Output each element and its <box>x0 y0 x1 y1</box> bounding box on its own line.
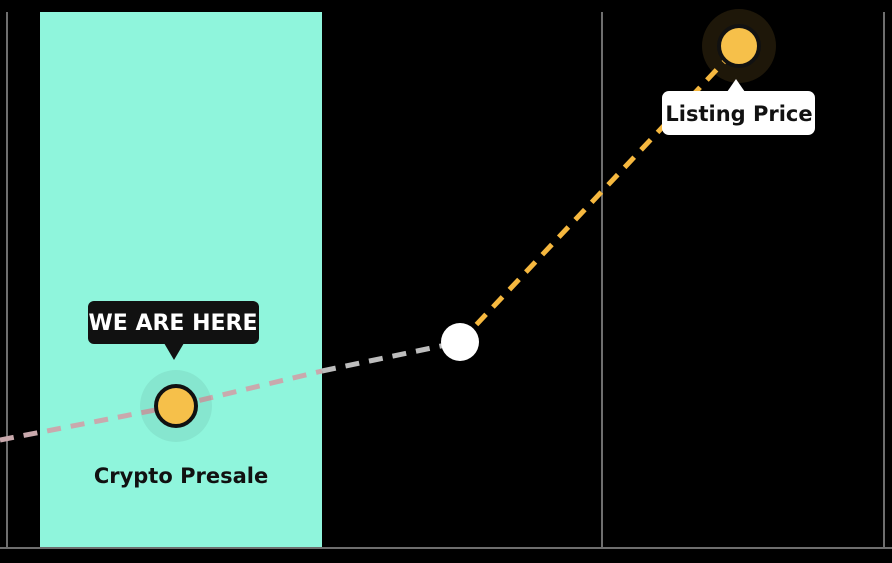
presale-highlight-band <box>40 12 322 548</box>
price-marker-1 <box>140 370 212 442</box>
price-marker-2 <box>441 323 479 361</box>
listing-price-callout: Listing Price <box>662 79 815 135</box>
crypto-presale-label: Crypto Presale <box>94 464 268 488</box>
listing-price-label: Listing Price <box>665 102 812 126</box>
we-are-here-pointer <box>164 343 184 360</box>
price-markers <box>140 9 776 442</box>
we-are-here-bubble <box>88 301 259 344</box>
listing-price-bubble <box>662 91 815 135</box>
we-are-here-callout: WE ARE HERE <box>88 301 259 360</box>
marker-dot <box>717 24 761 68</box>
we-are-here-label: WE ARE HERE <box>88 311 257 336</box>
price-marker-3 <box>702 9 776 83</box>
listing-price-pointer <box>727 79 745 92</box>
price-line-segment-2 <box>175 368 323 409</box>
price-line-segment-1 <box>0 403 177 443</box>
marker-dot <box>441 323 479 361</box>
marker-dot <box>154 384 198 428</box>
